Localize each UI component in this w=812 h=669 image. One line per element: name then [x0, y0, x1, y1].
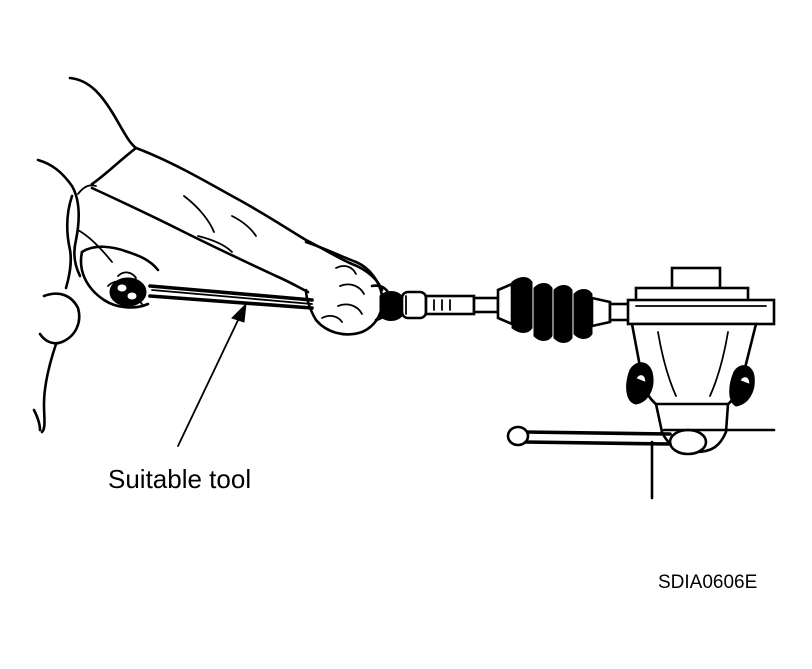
- callout-leader: [177, 302, 247, 447]
- suitable-tool-label: Suitable tool: [108, 464, 251, 494]
- figure-code: SDIA0606E: [658, 572, 757, 593]
- suitable-tool-rod: [148, 284, 314, 310]
- drive-shaft-assembly: [379, 277, 632, 343]
- technician-arm: [32, 76, 384, 434]
- left-hand: [79, 245, 160, 309]
- right-hand: [304, 240, 392, 336]
- bench-vise: [506, 266, 776, 500]
